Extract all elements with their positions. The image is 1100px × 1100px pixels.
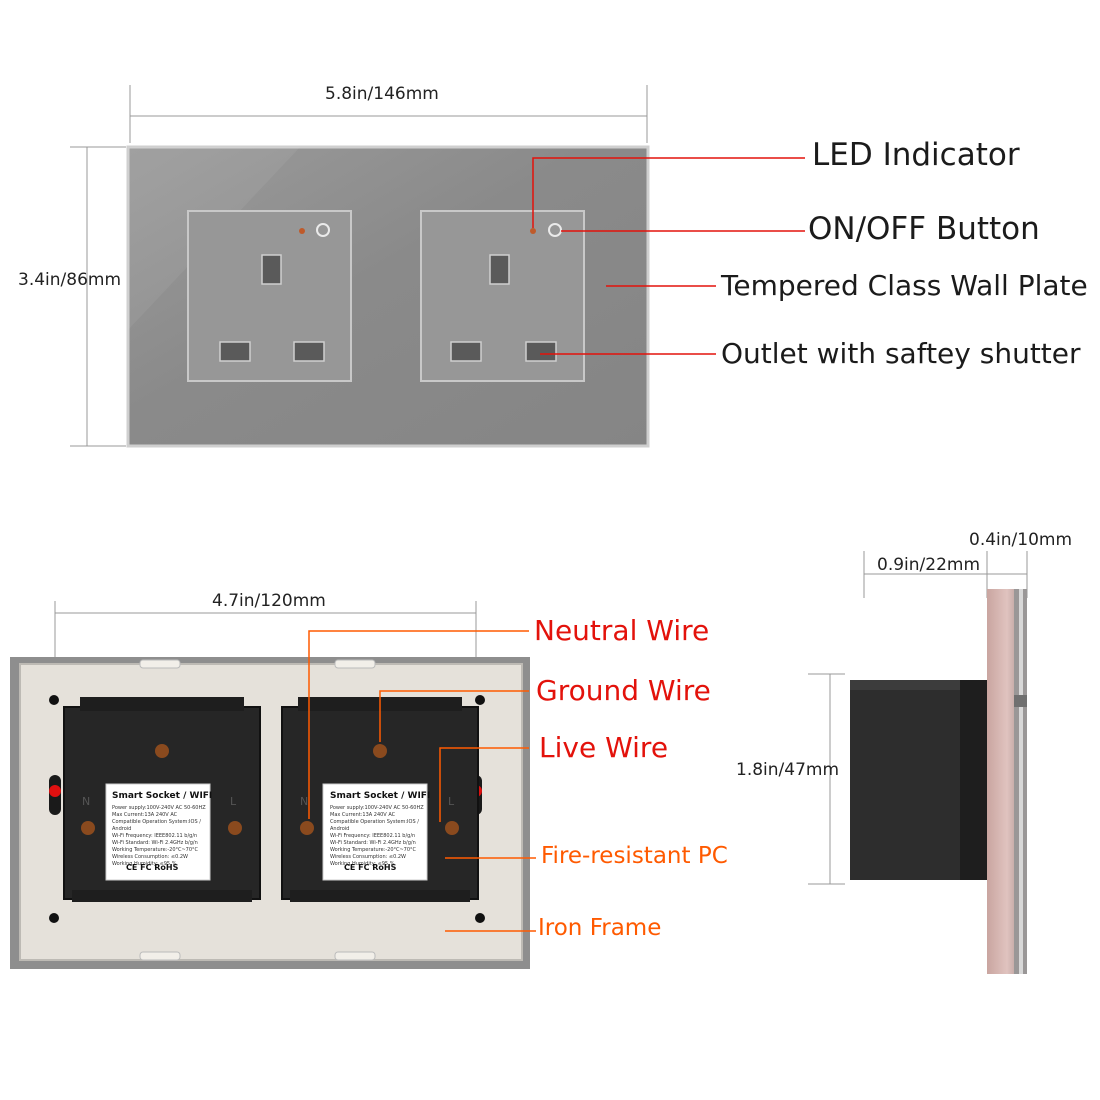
callout-wall-plate: Tempered Class Wall Plate [721, 269, 1088, 302]
socket-face [420, 210, 585, 382]
live-slot [293, 341, 325, 362]
neutral-slot [219, 341, 251, 362]
terminal-letter-l: L [230, 795, 237, 808]
socket-left [187, 210, 352, 382]
terminal-screw [373, 744, 387, 758]
module-left [63, 697, 261, 902]
callout-ground-wire: Ground Wire [536, 674, 711, 707]
power-button [316, 223, 330, 237]
callout-fire-resistant-pc: Fire-resistant PC [541, 843, 728, 869]
led-indicator [530, 228, 536, 234]
back-view [10, 601, 536, 969]
module-label-certs: CE FC RoHS [344, 863, 397, 872]
socket-right [420, 210, 585, 382]
callout-led-indicator: LED Indicator [812, 137, 1020, 173]
led-indicator [299, 228, 305, 234]
dimension-front-height: 3.4in/86mm [18, 270, 122, 290]
module-label-certs: CE FC RoHS [126, 863, 179, 872]
power-button [548, 223, 562, 237]
module-label-specs: Power supply:100V-240V AC 50-60HZ Max Cu… [330, 805, 424, 867]
terminal-letter-l: L [448, 795, 455, 808]
module-label-title: Smart Socket / WIFI [330, 791, 431, 801]
module-label-title: Smart Socket / WIFI [112, 791, 213, 801]
callout-neutral-wire: Neutral Wire [534, 614, 710, 647]
live-slot [525, 341, 557, 362]
terminal-screw [155, 744, 169, 758]
dimension-side-height: 1.8in/47mm [736, 760, 840, 780]
leader-ground [379, 690, 529, 742]
dimension-side-depth: 0.9in/22mm [877, 555, 981, 575]
terminal-screw [300, 821, 314, 835]
terminal-screw [445, 821, 459, 835]
callout-on-off-button: ON/OFF Button [808, 211, 1040, 247]
earth-slot [489, 254, 510, 285]
module-label-specs: Power supply:100V-240V AC 50-60HZ Max Cu… [112, 805, 206, 867]
leader-live [439, 747, 529, 822]
callout-iron-frame: Iron Frame [538, 915, 662, 941]
socket-face [187, 210, 352, 382]
terminal-screw [81, 821, 95, 835]
terminal-screw [228, 821, 242, 835]
side-view [808, 551, 1028, 974]
earth-slot [261, 254, 282, 285]
leader-led [532, 157, 805, 228]
neutral-slot [450, 341, 482, 362]
dimension-side-plate: 0.4in/10mm [969, 530, 1073, 550]
front-view [70, 85, 805, 448]
dimension-back-width: 4.7in/120mm [212, 591, 326, 611]
red-marker [49, 785, 61, 797]
callout-live-wire: Live Wire [539, 731, 669, 764]
terminal-letter-n: N [300, 795, 309, 808]
module-label [105, 783, 211, 881]
leader-neutral [308, 630, 529, 819]
module-label [322, 783, 428, 881]
callout-outlet: Outlet with saftey shutter [721, 337, 1081, 370]
dimension-front-width: 5.8in/146mm [325, 84, 439, 104]
terminal-letter-n: N [82, 795, 91, 808]
